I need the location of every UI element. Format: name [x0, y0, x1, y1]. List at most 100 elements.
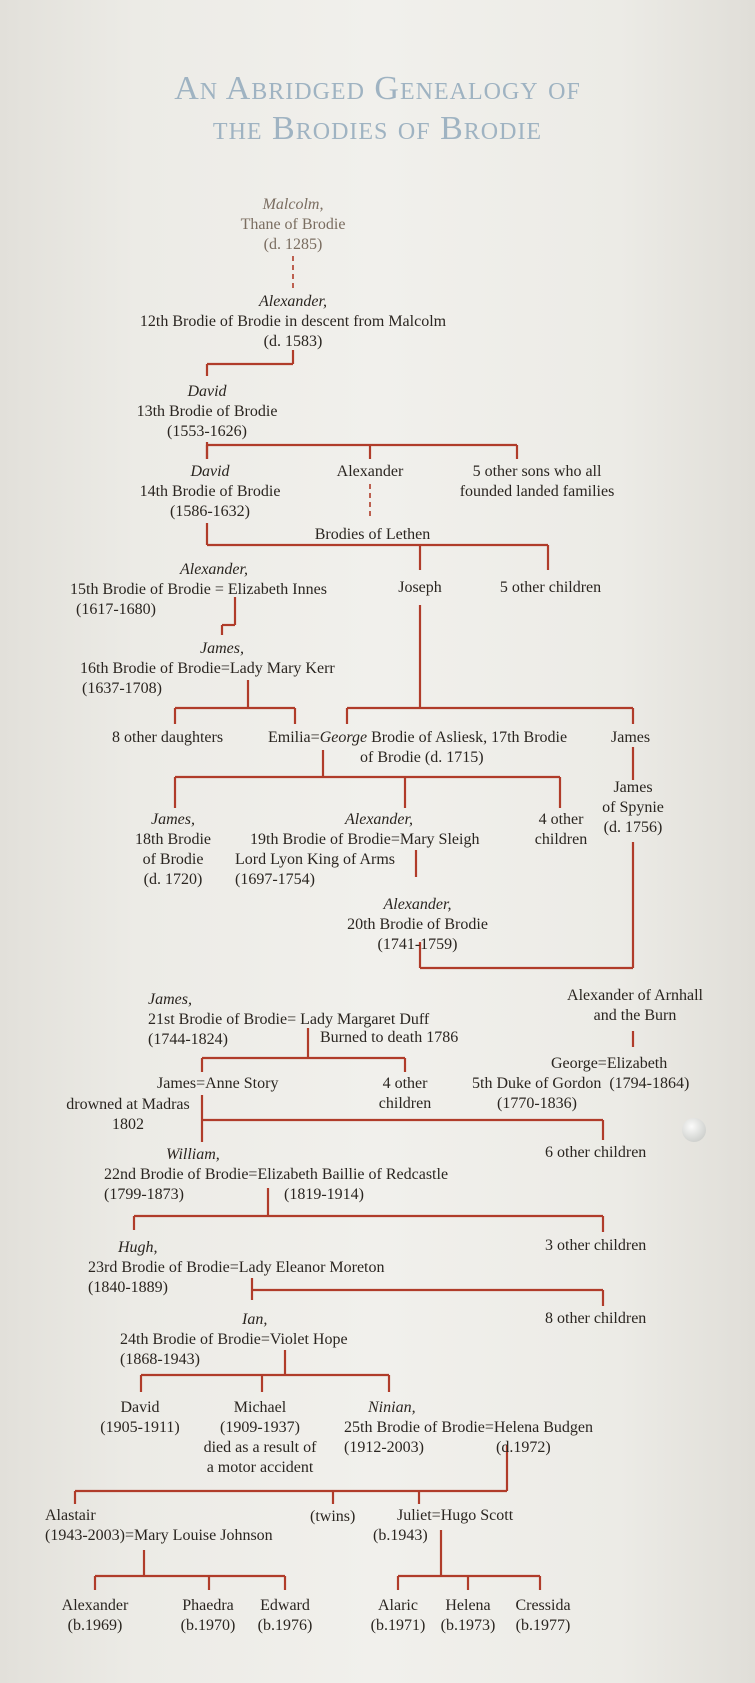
node-child-cressida: Cressida (b.1977) — [505, 1596, 581, 1636]
node-line: (d. 1756) — [603, 819, 663, 836]
node-title: 25th Brodie of Brodie=Helena Budgen — [344, 1419, 593, 1436]
node-name: David — [187, 383, 227, 400]
node-name: Alaric — [378, 1597, 418, 1614]
node-dates: (1617-1680) — [76, 601, 156, 618]
node-title: 21st Brodie of Brodie= Lady Margaret Duf… — [148, 1011, 430, 1028]
node-david-1905: David (1905-1911) — [88, 1398, 192, 1438]
node-dates: (b.1969) — [67, 1617, 123, 1634]
node-joseph: Joseph — [398, 579, 442, 596]
node-alexander-of-arnhall: Alexander of Arnhall and the Burn — [550, 986, 720, 1026]
node-george-duke-of-gordon: George=Elizabeth 5th Duke of Gordon (179… — [472, 1054, 728, 1114]
node-child-edward: Edward (b.1976) — [247, 1596, 323, 1636]
node-name: Alexander, — [259, 293, 327, 310]
william-dates: (1799-1873) — [104, 1186, 184, 1203]
title-line-2: the Brodies of Brodie — [212, 110, 543, 147]
node-name: Ian, — [242, 1311, 268, 1328]
node-dates: (b.1971) — [370, 1617, 426, 1634]
emilia-text: Emilia= — [268, 729, 320, 746]
node-five-other-sons: 5 other sons who all founded landed fami… — [432, 462, 642, 502]
node-dates: (1553-1626) — [167, 423, 247, 440]
node-five-other-children: 5 other children — [499, 579, 602, 596]
node-name: Cressida — [515, 1597, 571, 1614]
node-line: and the Burn — [593, 1007, 677, 1024]
node-title: 20th Brodie of Brodie — [347, 916, 488, 933]
node-line: 4 other — [538, 811, 584, 828]
node-juliet: Juliet=Hugo Scott (b.1943) — [373, 1506, 513, 1546]
node-dates: (1741-1759) — [377, 936, 458, 953]
node-child-phaedra: Phaedra (b.1970) — [170, 1596, 246, 1636]
node-line: of Brodie — [142, 851, 204, 868]
node-six-other-children: 6 other children — [545, 1144, 647, 1161]
node-name: Ninian, — [368, 1399, 416, 1416]
node-name: James, — [151, 811, 195, 828]
node-line: 1802 — [112, 1116, 144, 1133]
node-child-alexander: Alexander (b.1969) — [50, 1596, 140, 1636]
node-alexander-12th: Alexander, 12th Brodie of Brodie in desc… — [93, 292, 493, 352]
node-name: David — [190, 463, 230, 480]
node-line: of Spynie — [602, 799, 664, 816]
node-dates: (1912-2003)(d.1972) — [344, 1438, 593, 1458]
node-dates: (1586-1632) — [170, 503, 250, 520]
node-dates: (1943-2003)=Mary Louise Johnson — [45, 1527, 273, 1544]
node-alexander-15th: Alexander, 15th Brodie of Brodie = Eliza… — [70, 560, 327, 620]
node-james-16th: James, 16th Brodie of Brodie=Lady Mary K… — [80, 639, 335, 699]
node-name: James, — [200, 640, 244, 657]
node-dates: (1840-1889) — [88, 1279, 168, 1296]
node-ian-24th: Ian, 24th Brodie of Brodie=Violet Hope (… — [120, 1310, 348, 1370]
node-line: 5 other sons who all — [472, 463, 602, 480]
elizabeth-dates: (1819-1914) — [283, 1186, 364, 1203]
node-name: Malcolm, — [262, 196, 324, 213]
node-dates: (b.1977) — [515, 1617, 571, 1634]
node-david-13th: David 13th Brodie of Brodie (1553-1626) — [107, 382, 307, 442]
node-name: James, — [148, 991, 192, 1008]
node-burned-to-death: Burned to death 1786 — [320, 1029, 459, 1046]
node-note: died as a result of — [203, 1439, 317, 1456]
node-line: (d. 1720) — [143, 871, 203, 888]
node-alastair: Alastair (1943-2003)=Mary Louise Johnson — [45, 1506, 273, 1546]
node-alexander-20th: Alexander, 20th Brodie of Brodie (1741-1… — [330, 895, 505, 955]
duke-title: 5th Duke of Gordon — [472, 1075, 602, 1092]
node-line: George=Elizabeth — [551, 1055, 668, 1072]
node-malcolm: Malcolm, Thane of Brodie (d. 1285) — [193, 195, 393, 255]
node-title: 16th Brodie of Brodie=Lady Mary Kerr — [80, 660, 335, 677]
node-note: a motor accident — [206, 1459, 314, 1476]
node-james-son-of-joseph: James — [611, 729, 651, 746]
node-dates: (1905-1911) — [100, 1419, 180, 1436]
node-dates: (b.1970) — [180, 1617, 236, 1634]
node-name: Alexander, — [383, 896, 452, 913]
node-dates: (1799-1873) (1819-1914) — [104, 1185, 448, 1205]
george-dates: (1770-1836) — [497, 1095, 577, 1112]
node-title: 14th Brodie of Brodie — [139, 483, 281, 500]
node-name: David — [120, 1399, 160, 1416]
node-name: Alexander — [61, 1597, 129, 1614]
node-child-helena: Helena (b.1973) — [433, 1596, 503, 1636]
node-name: Michael — [233, 1399, 287, 1416]
node-name: Hugh, — [118, 1239, 158, 1256]
node-line: 4 other — [382, 1075, 428, 1092]
node-emilia-george-17th: Emilia=George Brodie of Asliesk, 17th Br… — [268, 728, 567, 768]
node-title: 23rd Brodie of Brodie=Lady Eleanor Moret… — [88, 1259, 385, 1276]
node-title: 15th Brodie of Brodie = Elizabeth Innes — [70, 581, 327, 598]
node-david-14th: David 14th Brodie of Brodie (1586-1632) — [120, 462, 300, 522]
node-title: 24th Brodie of Brodie=Violet Hope — [120, 1331, 348, 1348]
node-line-2: of Brodie (d. 1715) — [360, 749, 484, 766]
node-james-of-spynie: James of Spynie (d. 1756) — [594, 778, 672, 838]
node-alexander-19th: Alexander, 19th Brodie of Brodie=Mary Sl… — [235, 810, 479, 890]
node-james-anne-story: James=Anne Story — [157, 1075, 279, 1092]
node-four-other-children-a: 4 other children — [526, 810, 596, 850]
node-line: drowned at Madras — [66, 1096, 190, 1113]
node-name: Phaedra — [182, 1597, 234, 1614]
node-three-other-children: 3 other children — [545, 1237, 647, 1254]
node-dates: (1868-1943) — [120, 1351, 200, 1368]
node-hugh-23rd: Hugh, 23rd Brodie of Brodie=Lady Eleanor… — [88, 1238, 385, 1298]
node-dates: (b.1976) — [257, 1617, 313, 1634]
node-dates: (1697-1754) — [235, 871, 315, 888]
glare-spot — [682, 1118, 706, 1142]
node-line: children — [534, 831, 588, 848]
node-dates: (b.1973) — [440, 1617, 496, 1634]
node-name: Helena — [445, 1597, 491, 1614]
node-james-21st: James, 21st Brodie of Brodie= Lady Marga… — [148, 990, 429, 1050]
node-eight-other-children: 8 other children — [545, 1310, 647, 1327]
